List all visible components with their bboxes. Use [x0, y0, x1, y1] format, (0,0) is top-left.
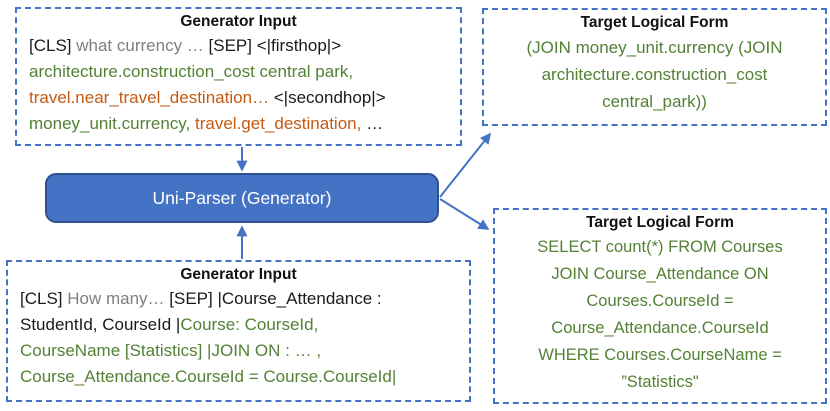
text-segment: Course: CourseId, [180, 315, 319, 334]
text-segment: ”Statistics" [621, 373, 699, 391]
text-segment: travel.get_destination, [195, 114, 362, 133]
text-line: JOIN Course_Attendance ON [503, 261, 817, 288]
text-line: money_unit.currency, travel.get_destinat… [29, 111, 450, 137]
text-segment: … [361, 114, 384, 133]
text-line: (JOIN money_unit.currency (JOIN [492, 34, 817, 61]
box-title: Generator Input [180, 13, 297, 30]
target-logical-form-box-2: Target Logical Form SELECT count(*) FROM… [493, 208, 827, 404]
text-line: Courses.CourseId = [503, 288, 817, 315]
text-line: CourseName [Statistics] |JOIN ON : … , [20, 338, 459, 364]
uni-parser-label: Uni-Parser (Generator) [152, 187, 332, 208]
text-segment: (JOIN money_unit.currency (JOIN [526, 38, 783, 57]
text-segment: architecture.construction_cost [541, 65, 768, 84]
text-segment: WHERE Courses.CourseName = [538, 346, 782, 364]
text-segment: [SEP] |Course_Attendance : [169, 289, 382, 308]
text-segment: <|secondhop|> [269, 88, 386, 107]
text-segment: Course_Attendance.CourseId = Course.Cour… [20, 367, 397, 386]
text-segment: [CLS] [20, 289, 68, 308]
generator-input-box-1: Generator Input [CLS] what currency … [S… [15, 7, 462, 146]
text-segment: [SEP] <|firsthop|> [208, 36, 342, 55]
text-segment: How many… [67, 289, 170, 308]
text-segment: travel.near_travel_destination… [29, 88, 270, 107]
text-segment: [CLS] [29, 36, 77, 55]
uni-parser-node: Uni-Parser (Generator) [45, 173, 439, 223]
box-title: Target Logical Form [586, 214, 734, 231]
box-body: [CLS] How many… [SEP] |Course_Attendance… [8, 285, 469, 390]
target-logical-form-box-1: Target Logical Form (JOIN money_unit.cur… [482, 8, 827, 126]
text-segment: Course_Attendance.CourseId [551, 319, 769, 337]
text-segment: what currency … [76, 36, 209, 55]
text-segment: money_unit.currency, [29, 114, 191, 133]
box-title: Target Logical Form [580, 14, 729, 31]
box-title: Generator Input [180, 266, 297, 283]
text-line: SELECT count(*) FROM Courses [503, 234, 817, 261]
text-line: Course_Attendance.CourseId = Course.Cour… [20, 364, 459, 390]
text-segment: SELECT count(*) FROM Courses [537, 238, 783, 256]
arrow-parser-to-target2 [439, 198, 490, 230]
text-line: architecture.construction_cost [492, 61, 817, 88]
text-line: WHERE Courses.CourseName = [503, 342, 817, 369]
text-segment: architecture.construction_cost central p… [29, 62, 354, 81]
text-segment: central_park)) [602, 92, 707, 111]
box-body: (JOIN money_unit.currency (JOIN architect… [484, 33, 825, 115]
text-segment: StudentId, CourseId | [20, 315, 181, 334]
text-line: ”Statistics" [503, 369, 817, 396]
text-segment: Courses.CourseId = [586, 292, 734, 310]
text-line: [CLS] what currency … [SEP] <|firsthop|> [29, 33, 450, 59]
text-line: StudentId, CourseId |Course: CourseId, [20, 312, 459, 338]
box-body: [CLS] what currency … [SEP] <|firsthop|>… [17, 32, 460, 137]
text-segment: JOIN Course_Attendance ON [551, 265, 769, 283]
text-line: architecture.construction_cost central p… [29, 59, 450, 85]
text-segment: CourseName [Statistics] |JOIN ON : … , [20, 341, 322, 360]
generator-input-box-2: Generator Input [CLS] How many… [SEP] |C… [6, 260, 471, 402]
text-line: [CLS] How many… [SEP] |Course_Attendance… [20, 286, 459, 312]
text-line: travel.near_travel_destination… <|second… [29, 85, 450, 111]
text-line: Course_Attendance.CourseId [503, 315, 817, 342]
text-line: central_park)) [492, 88, 817, 115]
